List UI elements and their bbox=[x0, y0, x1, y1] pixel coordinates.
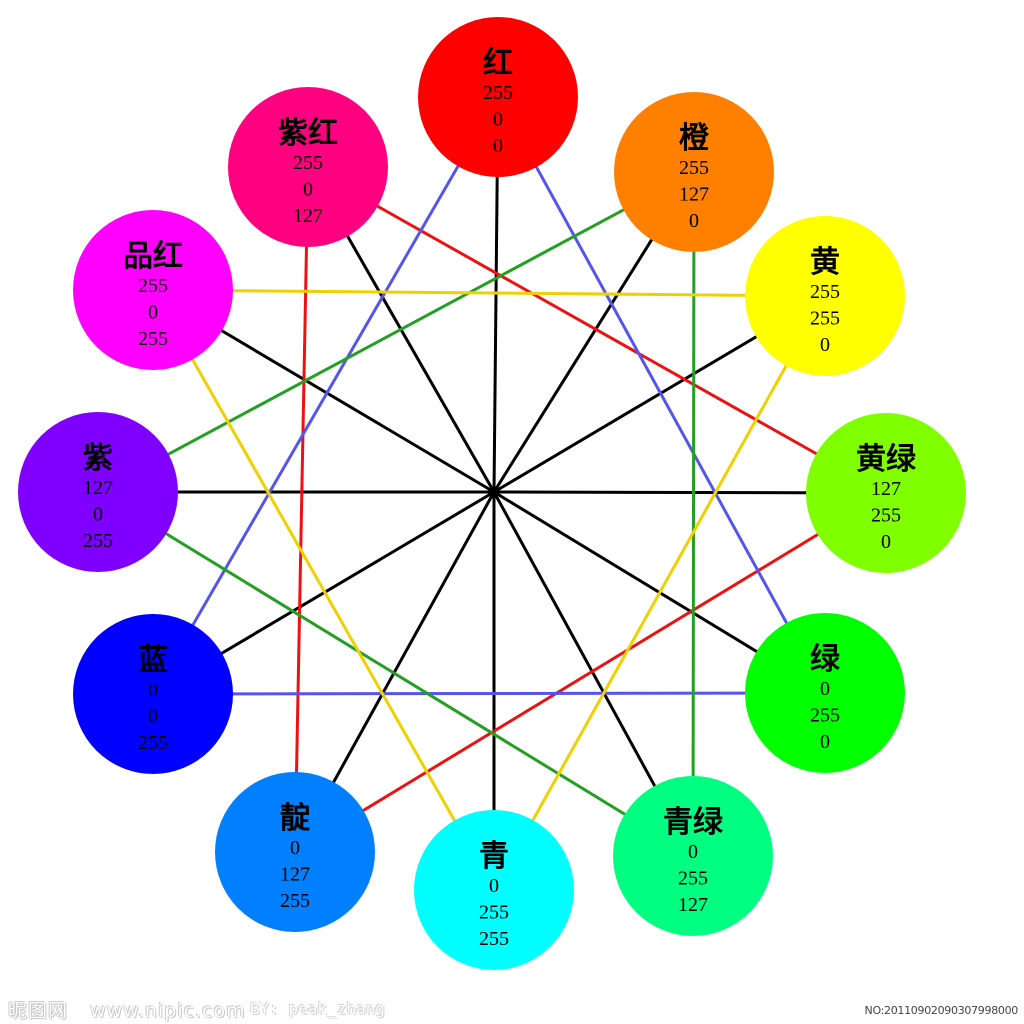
color-swatch bbox=[745, 216, 905, 376]
rgb-r-value: 0 bbox=[290, 837, 300, 859]
triangle-yellow-edge bbox=[492, 295, 827, 891]
rgb-r-value: 255 bbox=[679, 157, 709, 179]
triangle-green-edge bbox=[691, 171, 696, 857]
color-name: 绿 bbox=[810, 642, 841, 677]
rgb-g-value: 127 bbox=[280, 864, 310, 886]
triangle-blue-edge bbox=[152, 691, 826, 696]
color-name: 红 bbox=[483, 46, 513, 81]
rgb-g-value: 0 bbox=[493, 109, 503, 131]
complementary-triangles bbox=[97, 96, 887, 891]
triangle-yellow-edge bbox=[152, 288, 826, 298]
triangle-green-edge bbox=[97, 490, 694, 858]
color-name: 青 bbox=[479, 839, 509, 874]
color-swatch bbox=[414, 810, 574, 970]
color-name: 黄绿 bbox=[856, 442, 917, 477]
triangle-red-edge bbox=[293, 166, 310, 853]
rgb-r-value: 127 bbox=[871, 478, 901, 500]
color-name: 橙 bbox=[679, 121, 710, 156]
color-swatch bbox=[745, 613, 905, 773]
rgb-b-value: 255 bbox=[138, 732, 168, 754]
color-swatch bbox=[614, 92, 774, 252]
color-node-cyan-green: 青绿0 255 127 bbox=[613, 776, 773, 936]
site-url: www.nipic.com bbox=[90, 1000, 246, 1022]
center-spokes bbox=[98, 96, 887, 890]
rgb-b-value: 255 bbox=[479, 928, 509, 950]
site-name: 昵图网 bbox=[8, 1000, 69, 1022]
rgb-r-value: 255 bbox=[483, 82, 513, 104]
rgb-g-value: 255 bbox=[871, 505, 901, 527]
rgb-r-value: 255 bbox=[293, 152, 323, 174]
rgb-r-value: 0 bbox=[489, 875, 499, 897]
rgb-r-value: 255 bbox=[138, 275, 168, 297]
color-name: 黄 bbox=[810, 245, 840, 280]
triangle-yellow-edge bbox=[151, 289, 496, 891]
triangle-blue-edge bbox=[496, 96, 827, 694]
rgb-g-value: 255 bbox=[810, 308, 840, 330]
color-name: 品红 bbox=[123, 239, 183, 274]
rgb-b-value: 255 bbox=[280, 890, 310, 912]
rgb-b-value: 0 bbox=[881, 531, 891, 553]
triangle-green-edge bbox=[97, 170, 695, 494]
color-swatch bbox=[228, 87, 388, 247]
rgb-b-value: 0 bbox=[493, 135, 503, 157]
rgb-b-value: 0 bbox=[820, 731, 830, 753]
color-name: 紫红 bbox=[278, 116, 338, 151]
color-name: 蓝 bbox=[138, 643, 168, 678]
rgb-g-value: 127 bbox=[679, 184, 709, 206]
color-name: 紫 bbox=[83, 441, 113, 476]
color-name: 青绿 bbox=[663, 805, 724, 840]
rgb-b-value: 127 bbox=[293, 205, 323, 227]
rgb-b-value: 127 bbox=[678, 894, 708, 916]
rgb-r-value: 0 bbox=[148, 679, 158, 701]
site-watermark: 昵图网 www.nipic.com bbox=[8, 996, 268, 1023]
color-swatch bbox=[73, 210, 233, 370]
color-swatch bbox=[215, 772, 375, 932]
color-swatch bbox=[73, 614, 233, 774]
rgb-g-value: 255 bbox=[678, 868, 708, 890]
triangle-red-edge bbox=[294, 491, 887, 854]
rgb-g-value: 255 bbox=[479, 902, 509, 924]
color-swatch bbox=[418, 17, 578, 177]
color-swatch bbox=[806, 413, 966, 573]
rgb-g-value: 0 bbox=[148, 706, 158, 728]
rgb-r-value: 255 bbox=[810, 281, 840, 303]
author-credit: BY: peak_zhang bbox=[250, 999, 385, 1018]
triangle-blue-edge bbox=[151, 96, 500, 695]
rgb-b-value: 255 bbox=[83, 530, 113, 552]
color-swatch bbox=[613, 776, 773, 936]
rgb-r-value: 0 bbox=[688, 841, 698, 863]
rgb-r-value: 0 bbox=[820, 678, 830, 700]
rgb-b-value: 0 bbox=[689, 210, 699, 232]
rgb-g-value: 0 bbox=[148, 302, 158, 324]
color-name: 靛 bbox=[280, 801, 311, 836]
rgb-b-value: 0 bbox=[820, 334, 830, 356]
triangle-red-edge bbox=[307, 165, 887, 495]
rgb-g-value: 255 bbox=[810, 705, 840, 727]
image-serial-number: NO:20110902090307998000 bbox=[864, 1004, 1019, 1017]
rgb-r-value: 127 bbox=[83, 477, 113, 499]
color-node-indigo: 靛0 127 255 bbox=[215, 772, 375, 932]
color-node-cyan: 青0 255 255 bbox=[414, 810, 574, 970]
rgb-g-value: 0 bbox=[303, 179, 313, 201]
rgb-b-value: 255 bbox=[138, 328, 168, 350]
rgb-g-value: 0 bbox=[93, 504, 103, 526]
color-swatch bbox=[18, 412, 178, 572]
